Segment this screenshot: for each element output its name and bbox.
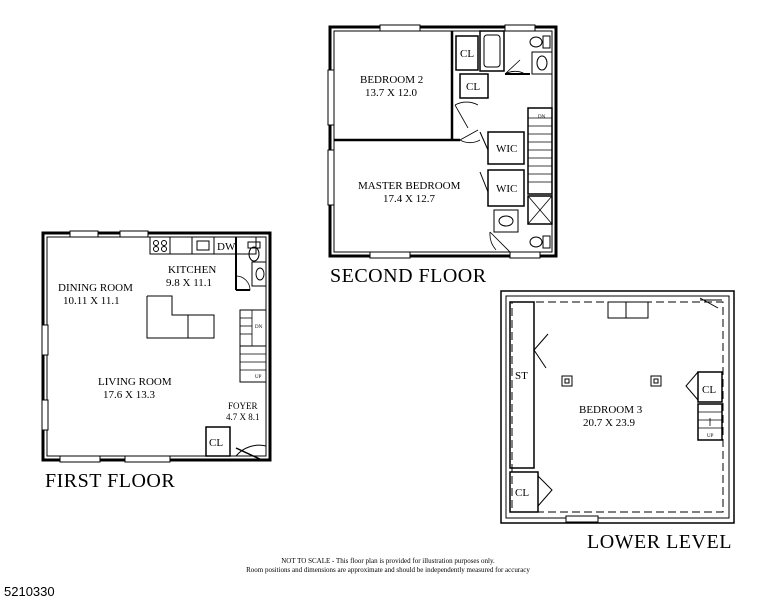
sink-icon [191, 236, 215, 255]
window [327, 149, 335, 206]
stove-icon [149, 236, 171, 255]
window [369, 251, 411, 259]
window [504, 24, 536, 32]
kitchen-name: KITCHEN [168, 264, 216, 276]
second-floor-inner-wall [333, 30, 553, 253]
second-floor-closet-label-2: CL [466, 81, 480, 93]
window [59, 455, 101, 463]
door-swing [489, 231, 511, 253]
bedroom-2-dims: 13.7 X 12.0 [365, 87, 417, 99]
counter [169, 236, 193, 255]
window [565, 515, 599, 523]
kitchen-dims: 9.8 X 11.1 [166, 277, 212, 289]
door-swing [459, 129, 481, 144]
support-column [650, 375, 662, 387]
second-floor-title: SECOND FLOOR [330, 265, 487, 287]
vanity [531, 51, 553, 75]
bedroom-2-name: BEDROOM 2 [360, 74, 423, 86]
door-swing [504, 59, 526, 75]
toilet-icon [542, 235, 551, 249]
dining-room-dims: 10.11 X 11.1 [63, 295, 120, 307]
kitchen-island [146, 295, 215, 339]
walk-in-closet [487, 131, 525, 165]
window [327, 69, 335, 126]
shower-icon [527, 195, 553, 225]
foyer-closet [205, 426, 231, 457]
lower-level-dashed-foundation [511, 301, 724, 513]
first-floor-inner-wall [46, 236, 267, 457]
window [119, 230, 149, 238]
toilet-icon [247, 241, 261, 249]
vanity [251, 261, 267, 287]
disclaimer-line-2: Room positions and dimensions are approx… [246, 566, 530, 574]
lower-level-plan [500, 290, 735, 524]
window [41, 399, 49, 431]
storage-label: ST [515, 370, 528, 382]
window [379, 24, 421, 32]
disclaimer-line-1: NOT TO SCALE - This floor plan is provid… [281, 557, 495, 565]
walk-in-closet [487, 169, 525, 207]
window [69, 230, 99, 238]
window [124, 455, 171, 463]
dishwasher-label: DW [217, 241, 236, 253]
door-swing [533, 333, 549, 369]
wic-label-2: WIC [496, 183, 517, 195]
second-floor-outer-wall [328, 25, 558, 258]
counter [187, 314, 215, 339]
second-floor-plan [327, 24, 558, 259]
first-floor-title: FIRST FLOOR [45, 470, 175, 492]
bedroom-3-dims: 20.7 X 23.9 [583, 417, 635, 429]
bathtub-icon [479, 30, 505, 72]
window [41, 324, 49, 356]
disclaimer: NOT TO SCALE - This floor plan is provid… [0, 557, 776, 575]
closet [455, 35, 479, 71]
bedroom-3-name: BEDROOM 3 [579, 404, 643, 416]
living-room-dims: 17.6 X 13.3 [103, 389, 155, 401]
storage-area [509, 301, 535, 469]
master-bedroom-dims: 17.4 X 12.7 [383, 193, 435, 205]
closet [697, 371, 723, 403]
closet [509, 471, 539, 513]
living-room-name: LIVING ROOM [98, 376, 172, 388]
first-floor-plan [41, 230, 272, 463]
door-swing [235, 275, 251, 291]
door-swing [235, 444, 267, 457]
first-floor-closet-label: CL [209, 437, 223, 449]
door-swing [454, 101, 479, 129]
utility-unit [625, 301, 649, 319]
second-floor-closet-label-1: CL [460, 48, 474, 60]
listing-id: 5210330 [4, 584, 55, 599]
staircase [527, 107, 553, 195]
lower-level-stair-up-label: UP [707, 434, 714, 439]
fridge-icon [235, 236, 257, 255]
door-swing [685, 371, 699, 401]
foyer-name: FOYER [228, 401, 258, 411]
closet [459, 73, 489, 99]
support-column [561, 375, 573, 387]
first-floor-stair-up-label: UP [255, 375, 262, 380]
wic-label-1: WIC [496, 143, 517, 155]
lower-level-title: LOWER LEVEL [587, 531, 732, 553]
dining-room-name: DINING ROOM [58, 282, 133, 294]
lower-level-closet-label-1: CL [515, 487, 529, 499]
utility-unit [607, 301, 627, 319]
door-swing [699, 297, 722, 309]
door-swing [537, 475, 553, 507]
lower-level-outer-wall [500, 290, 735, 524]
first-floor-stair-dn-label: DN [255, 325, 263, 330]
second-floor-stair-dn-label: DN [538, 115, 546, 120]
lower-level-inner-wall [505, 295, 730, 519]
master-bedroom-name: MASTER BEDROOM [358, 180, 461, 192]
lower-level-closet-label-2: CL [702, 384, 716, 396]
vanity [493, 209, 519, 233]
staircase [697, 403, 723, 441]
window [509, 251, 541, 259]
foyer-dims: 4.7 X 8.1 [226, 412, 260, 422]
toilet-icon [542, 35, 551, 49]
